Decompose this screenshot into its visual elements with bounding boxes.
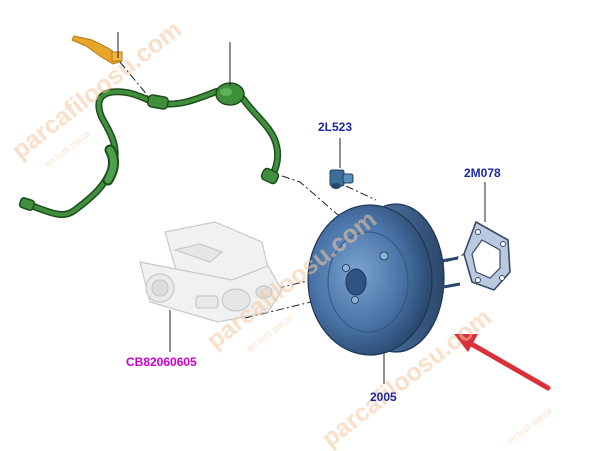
callout-valve-bolt[interactable]: 2L523 [318, 120, 352, 134]
watermark-subtext: en hızlı parça [505, 405, 554, 446]
callout-labels: 2L523 2M078 CB82060605 2005 [126, 120, 501, 404]
callout-gasket[interactable]: 2M078 [464, 166, 501, 180]
red-arrow-icon [454, 334, 551, 391]
gasket [463, 220, 511, 291]
callout-booster[interactable]: 2005 [370, 390, 397, 404]
callout-master-cylinder[interactable]: CB82060605 [126, 355, 197, 369]
hose-clip [71, 35, 123, 65]
master-cylinder [139, 221, 283, 323]
brake-booster [307, 203, 461, 356]
watermark-text: parcafiloosu.com [6, 15, 186, 165]
valve-bolt-part [329, 169, 354, 189]
